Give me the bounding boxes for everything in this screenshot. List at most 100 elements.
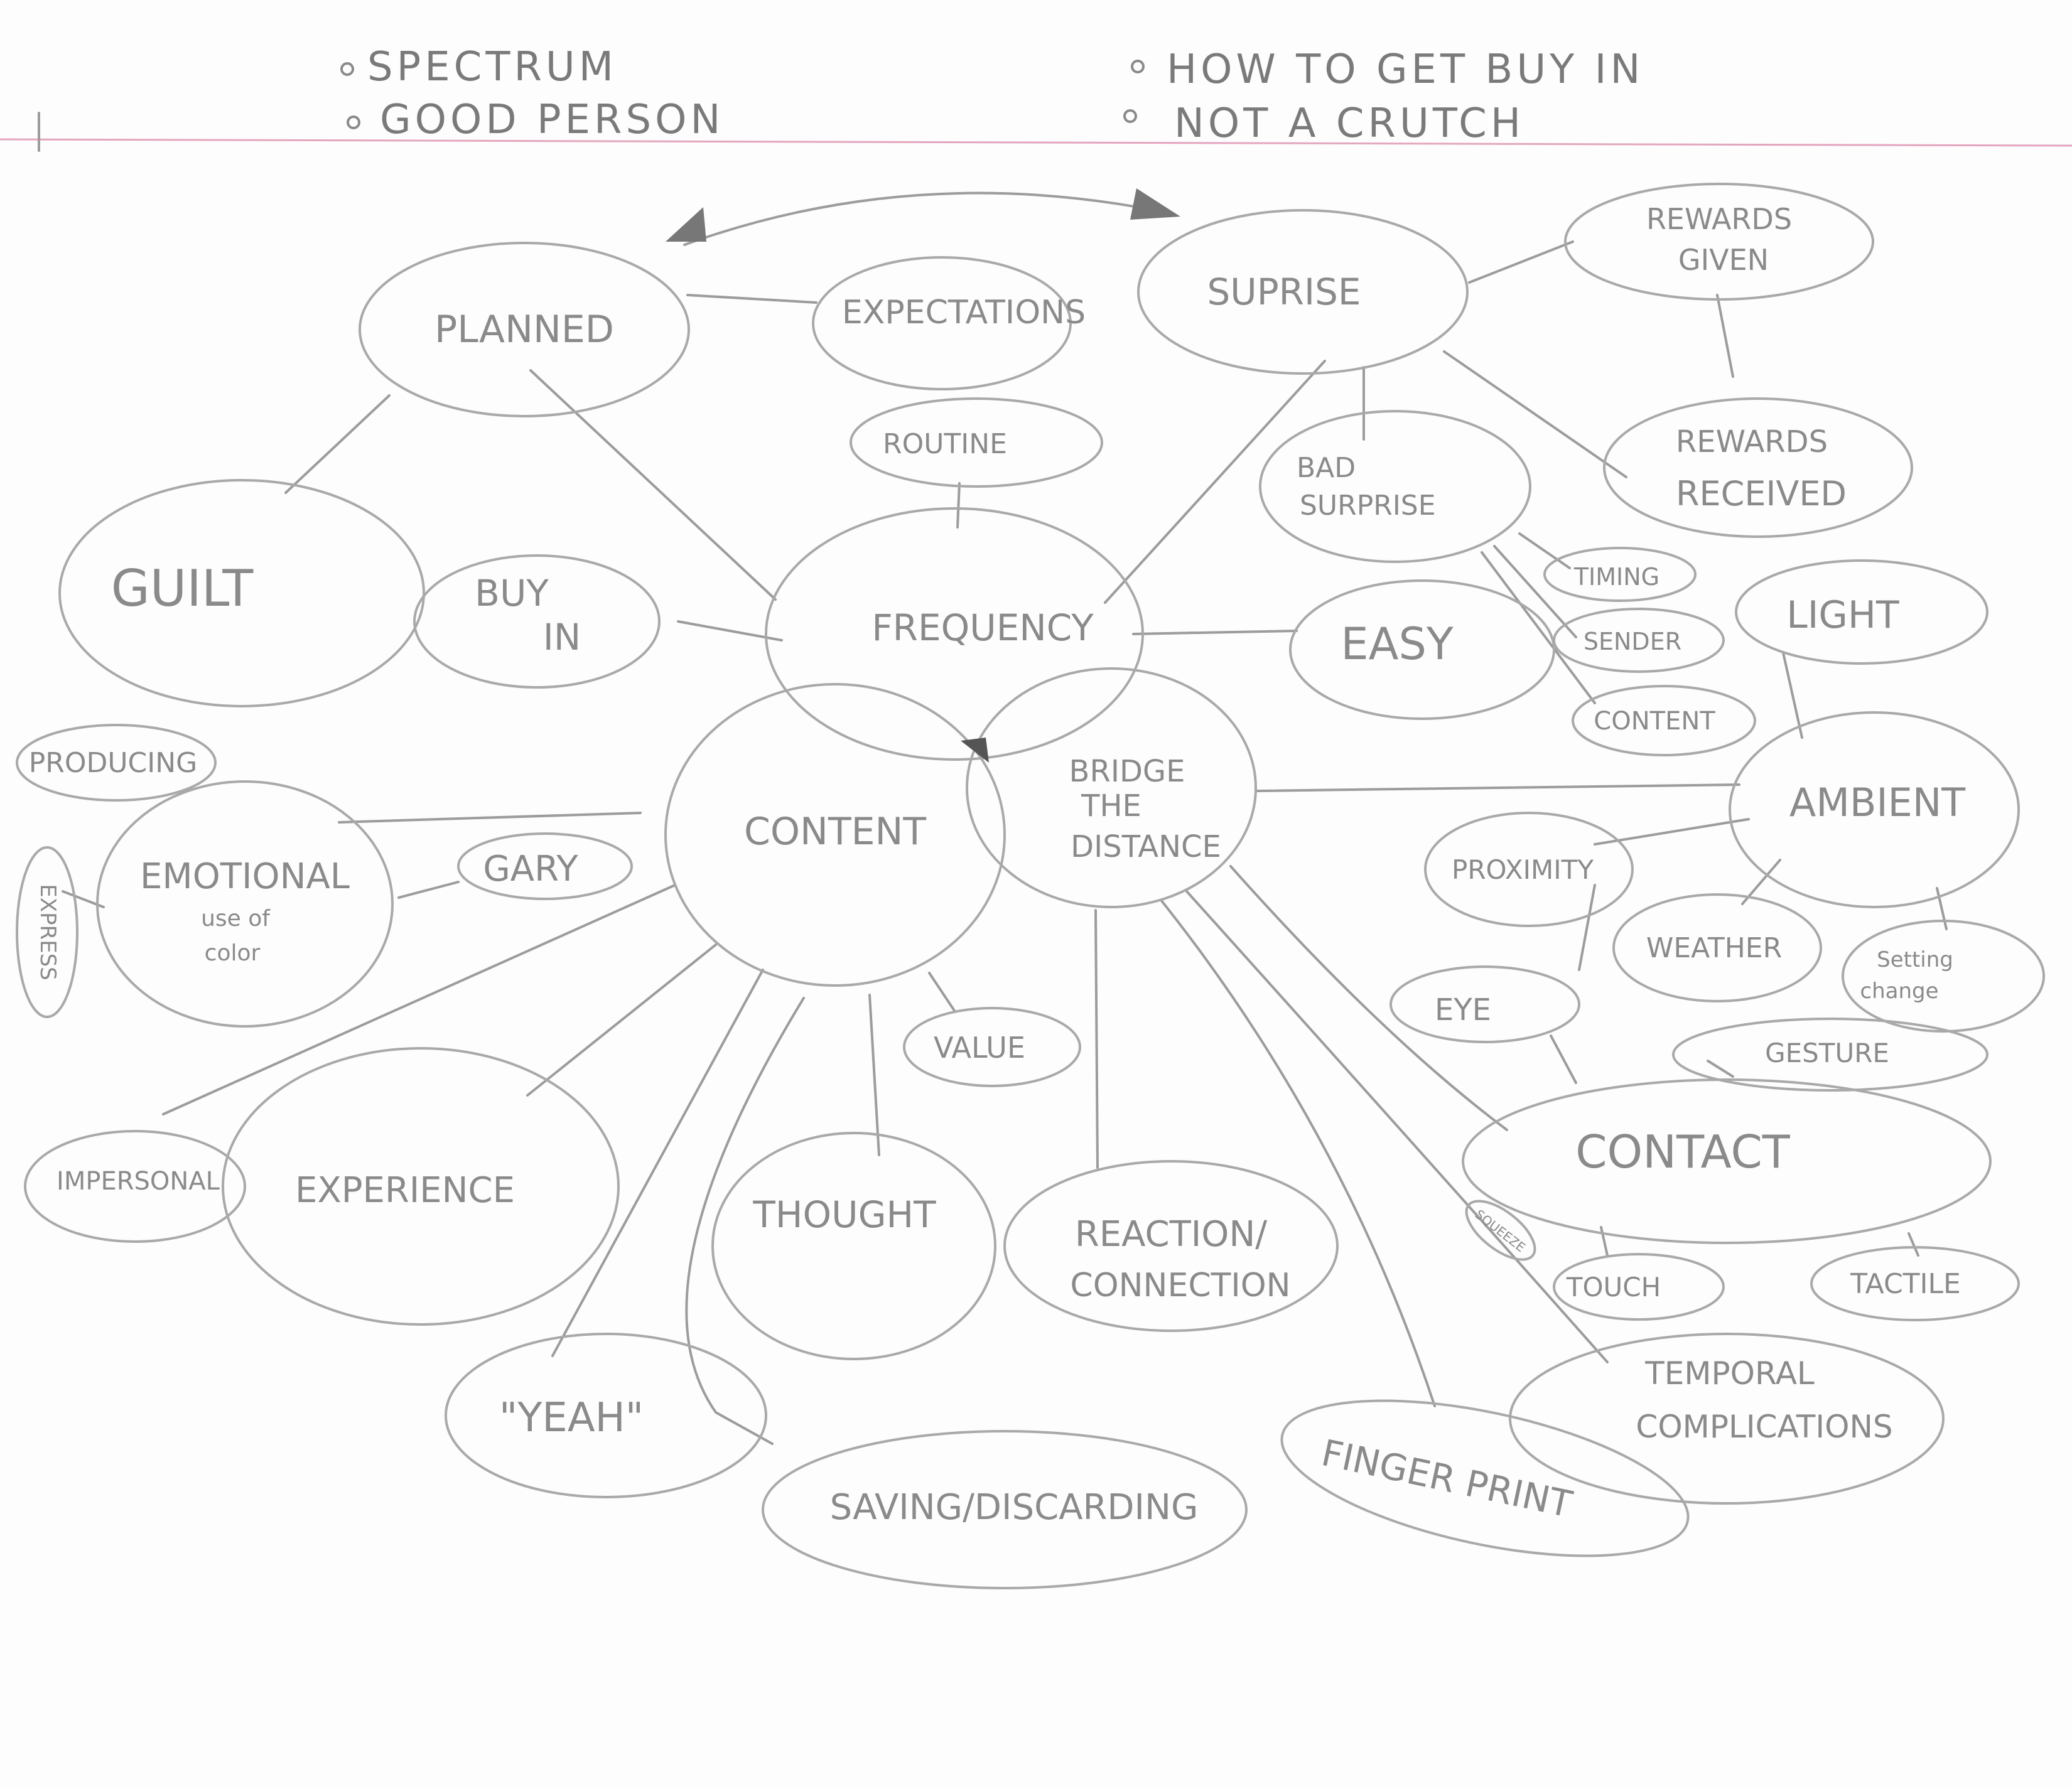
- node-label: PRODUCING: [29, 747, 198, 779]
- node-label: FREQUENCY: [871, 606, 1094, 649]
- edge-bridge-temporal: [1185, 890, 1609, 1363]
- node-label: CONTENT: [744, 810, 926, 854]
- node-label: LIGHT: [1786, 593, 1899, 637]
- node-outline: [1842, 920, 2045, 1033]
- edge-bad-sender: [1493, 545, 1577, 638]
- node-setting-change: Setting change: [1842, 920, 2045, 1033]
- edge-planned-guilt: [284, 394, 391, 494]
- connector-lines: [62, 188, 1948, 1445]
- node-thought: THOUGHT: [711, 1132, 996, 1360]
- node-outline: [1729, 711, 2020, 908]
- node-label-line2: SURPRISE: [1300, 490, 1436, 522]
- node-outline: [1735, 559, 1988, 665]
- node-ambient: AMBIENT: [1729, 711, 2020, 908]
- node-weather: WEATHER: [1612, 893, 1822, 1002]
- node-label-line1: REWARDS: [1646, 202, 1792, 236]
- edge-content-thought: [868, 994, 880, 1156]
- node-expectations: EXPECTATIONS: [812, 256, 1086, 390]
- node-label-line2: THE: [1081, 788, 1141, 824]
- edge-bridge-reaction: [1094, 909, 1099, 1169]
- node-note-line1: use of: [201, 906, 271, 932]
- bullet-icon: [1131, 60, 1145, 73]
- node-outline: [1389, 965, 1580, 1043]
- node-label: GUILT: [111, 559, 254, 618]
- node-label: TIMING: [1573, 563, 1659, 591]
- node-label-line1: REACTION/: [1075, 1214, 1267, 1255]
- node-reaction-connection: REACTION/ CONNECTION: [1003, 1160, 1339, 1332]
- note-spectrum: SPECTRUM: [367, 44, 617, 90]
- edge-bridge-contact: [1229, 865, 1508, 1131]
- node-label: ROUTINE: [883, 428, 1007, 460]
- node-outline: [1564, 183, 1874, 301]
- node-outline: [1572, 685, 1756, 756]
- node-outline: [850, 397, 1103, 488]
- node-label: SUPRISE: [1207, 271, 1361, 313]
- node-outline: [96, 780, 394, 1028]
- node-outline: [413, 554, 661, 689]
- node-content-small: CONTENT: [1572, 685, 1756, 756]
- node-proximity: PROXIMITY: [1424, 812, 1634, 927]
- node-value: VALUE: [903, 1007, 1081, 1087]
- node-label: GESTURE: [1765, 1038, 1889, 1068]
- edge-contact-tactile: [1907, 1232, 1919, 1257]
- node-outline: [1509, 1333, 1945, 1505]
- edge-suprise-frequency: [1104, 360, 1326, 604]
- edge-contact-touch: [1600, 1226, 1609, 1257]
- node-label: SENDER: [1584, 628, 1681, 655]
- node-outline: [1003, 1160, 1339, 1332]
- node-buy-in: BUY IN: [413, 554, 661, 689]
- node-tactile: TACTILE: [1810, 1246, 2020, 1321]
- node-label-line1: REWARDS: [1676, 424, 1828, 459]
- edge-eye-contact: [1550, 1034, 1577, 1084]
- node-planned: PLANNED: [359, 242, 690, 417]
- node-label: EASY: [1341, 618, 1454, 670]
- bullet-icon: [340, 62, 354, 76]
- node-light: LIGHT: [1735, 559, 1988, 665]
- node-note-line2: color: [205, 940, 261, 966]
- node-label: FINGER PRINT: [1318, 1431, 1576, 1526]
- node-outline: [664, 683, 1006, 987]
- node-outline: [1280, 1399, 1690, 1557]
- edge-ambient-setting: [1936, 887, 1948, 930]
- node-eye: EYE: [1389, 965, 1580, 1043]
- edge-routine-frequency: [956, 482, 961, 529]
- node-label: WEATHER: [1646, 932, 1782, 964]
- node-content: CONTENT: [664, 683, 1006, 987]
- edge-content-value: [928, 972, 956, 1012]
- node-label: SAVING/DISCARDING: [830, 1487, 1199, 1528]
- node-label-line2: COMPLICATIONS: [1636, 1409, 1892, 1445]
- node-outline: [812, 256, 1072, 390]
- node-guilt: GUILT: [58, 479, 425, 707]
- node-outline: [16, 846, 78, 1018]
- edge-ambient-proximity: [1594, 818, 1750, 846]
- node-impersonal: IMPERSONAL: [24, 1130, 246, 1243]
- node-label: THOUGHT: [752, 1193, 936, 1236]
- node-label: EXPRESS: [35, 884, 60, 980]
- node-outline: [1465, 1200, 1536, 1261]
- node-gary: GARY: [457, 832, 633, 900]
- node-label: CONTENT: [1594, 707, 1715, 736]
- node-label: EXPERIENCE: [295, 1170, 515, 1211]
- node-label-line2: change: [1860, 979, 1938, 1004]
- node-label: SQUEEZE: [1472, 1206, 1528, 1255]
- node-outline: [1462, 1078, 1992, 1244]
- node-label: TACTILE: [1850, 1268, 1961, 1300]
- edge-bad-timing: [1518, 532, 1571, 569]
- node-label: CONTACT: [1575, 1126, 1790, 1178]
- node-label-line1: Setting: [1877, 947, 1953, 972]
- edge-content-experience: [526, 943, 717, 1097]
- edge-emotional-gary: [397, 881, 460, 899]
- node-routine: ROUTINE: [850, 397, 1103, 488]
- node-label-line3: DISTANCE: [1071, 829, 1221, 864]
- node-outline: [16, 724, 217, 802]
- node-outline: [1289, 579, 1555, 720]
- edge-suprise-rewards-received: [1443, 350, 1627, 478]
- node-contact: CONTACT: [1462, 1078, 1992, 1244]
- edge-content-emotional: [338, 812, 642, 824]
- node-producing: PRODUCING: [16, 724, 217, 802]
- node-outline: [903, 1007, 1081, 1087]
- node-label: IMPERSONAL: [57, 1167, 220, 1196]
- planned-suprise-arrow: [683, 191, 1157, 246]
